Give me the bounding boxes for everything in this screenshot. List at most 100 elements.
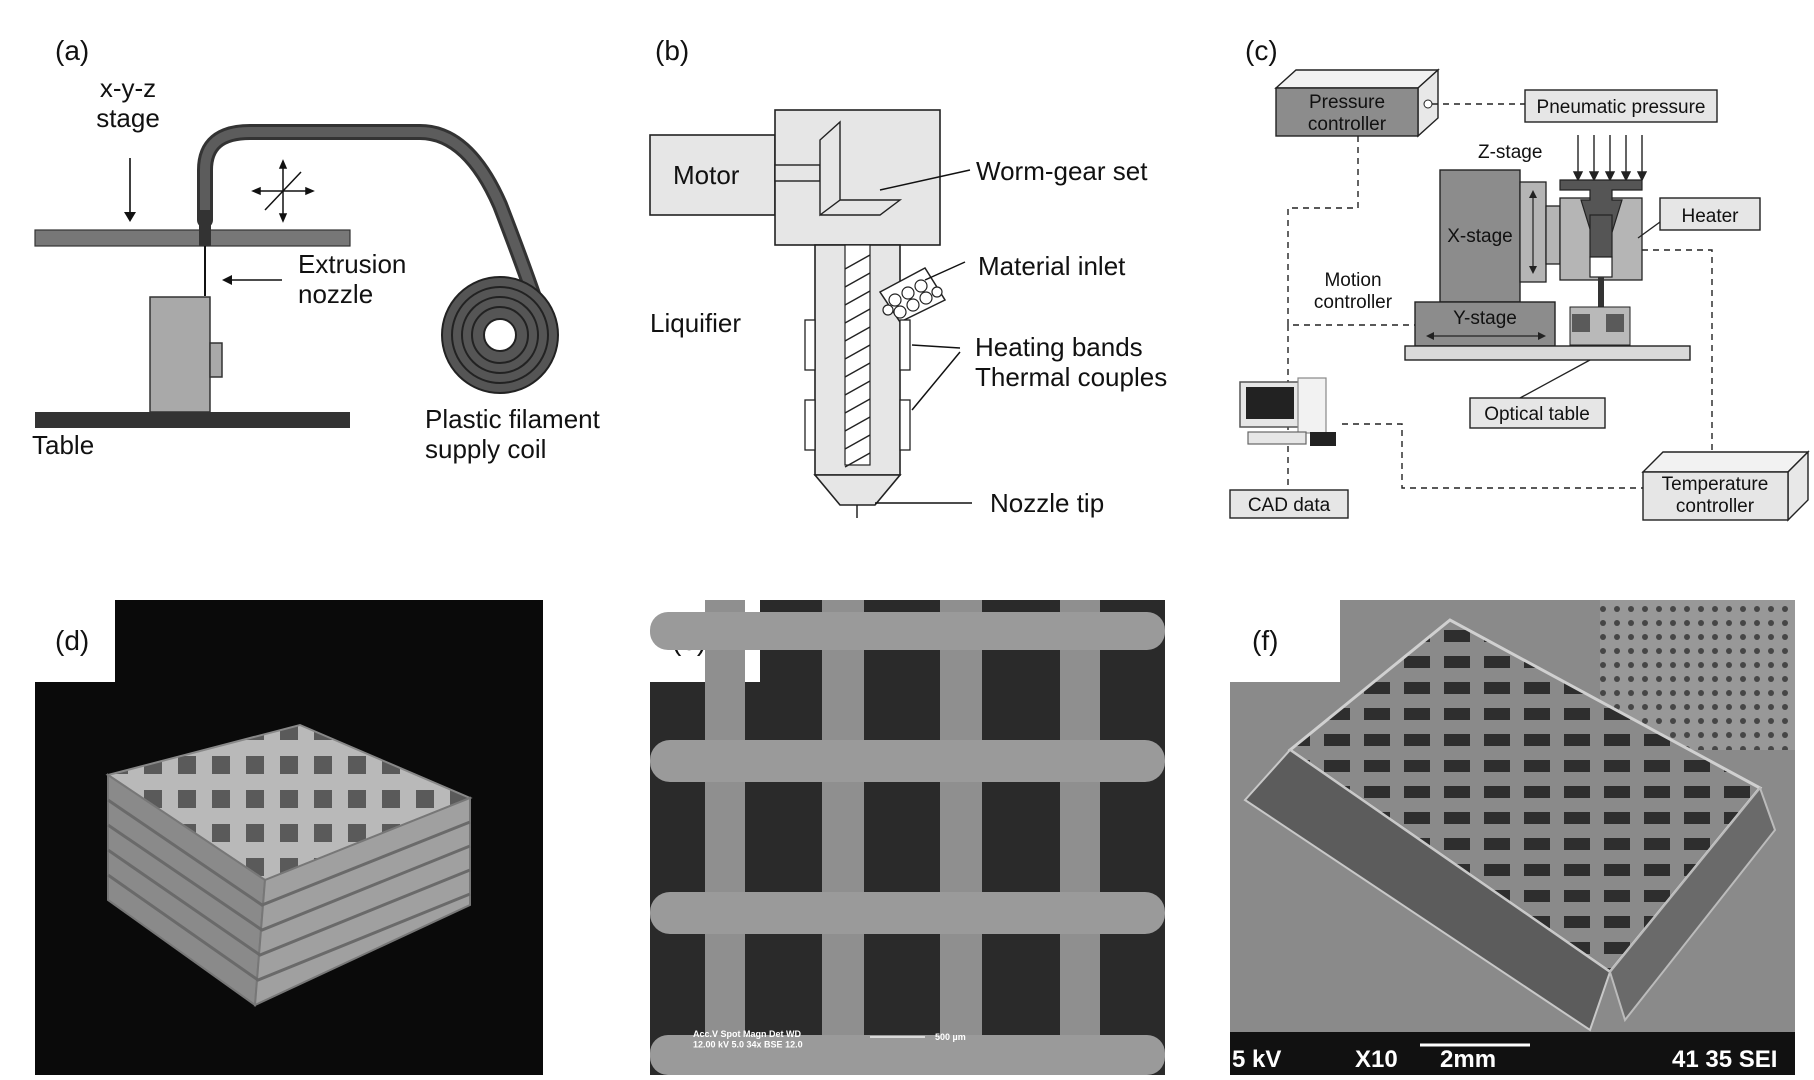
table-bar	[35, 412, 350, 428]
text-line: Thermal couples	[975, 362, 1167, 392]
thread-line	[844, 326, 871, 342]
scaffold-block-side	[1243, 748, 1612, 1032]
motor-label: Motor	[673, 160, 740, 190]
text-line: nozzle	[298, 279, 373, 309]
text-line: Plastic filament	[425, 404, 601, 434]
vertical-struts	[705, 600, 1100, 1075]
panel-b-letter: (b)	[655, 35, 689, 66]
z-stage-label: Z-stage	[1478, 142, 1542, 163]
horizontal-fibers	[650, 612, 1165, 1075]
z-arrow-up	[1529, 190, 1537, 198]
material-inlet-label: Material inlet	[978, 251, 1126, 281]
thread-line	[844, 272, 871, 288]
computer-icon	[1239, 377, 1336, 446]
thread-line	[844, 254, 871, 270]
nozzle-tip-label: Nozzle tip	[990, 488, 1104, 518]
optical-table-box	[1469, 397, 1606, 429]
nozzle-head	[199, 210, 211, 246]
thread-line	[844, 308, 871, 324]
text-line: 12.00 kV 5.0 34x BSE 12.0	[693, 1039, 803, 1049]
motor-shaft	[774, 164, 821, 182]
panel-f: (f) 5 kV X10 2mm 41 35 SEI	[1230, 600, 1795, 1075]
cad-data-label: CAD data	[1248, 495, 1331, 516]
pneumatic-pressure-label: Pneumatic pressure	[1537, 97, 1706, 118]
sem-code-label: 41 35 SEI	[1672, 1046, 1777, 1073]
pressure-port-icon	[1423, 99, 1433, 109]
sem-mag-label: X10	[1355, 1046, 1398, 1073]
text-line: stage	[96, 103, 160, 133]
needle	[1598, 277, 1604, 307]
screw-thread	[844, 254, 871, 468]
sem-info-bar	[1230, 1032, 1795, 1075]
text-line: Extrusion	[298, 249, 406, 279]
heater-label: Heater	[1681, 206, 1739, 227]
scaffold-layer-lines	[107, 798, 471, 982]
text-line: Acc.V Spot Magn Det WD	[693, 1029, 802, 1039]
filament-hose-highlight	[200, 127, 540, 305]
panel-b: (b) Motor Worm-gear set Material inlet L…	[649, 35, 1167, 518]
motor-box	[649, 134, 776, 216]
scaffold-right-face	[253, 796, 471, 1007]
optical-table-label: Optical table	[1484, 404, 1590, 425]
syringe-barrel	[1589, 214, 1613, 258]
worm-gear-label: Worm-gear set	[976, 156, 1148, 186]
optical-table-plate	[1404, 345, 1691, 361]
printed-sample	[1569, 306, 1631, 346]
panel-d: (d)	[35, 600, 543, 1075]
text-line: Heating bands	[975, 332, 1143, 362]
text-line: Pressure	[1309, 92, 1385, 113]
text-line: controller	[1314, 292, 1393, 313]
thread-line	[844, 398, 871, 414]
heater-leader	[1637, 221, 1661, 239]
inlet-leader	[924, 261, 966, 281]
thread-line	[844, 290, 871, 306]
thermal-leader	[911, 351, 961, 411]
photo-e-background	[650, 600, 1165, 1075]
sem-f-scale-label: 2mm	[1440, 1046, 1496, 1073]
panel-d-letter-bg	[35, 600, 115, 682]
build-block-knob	[209, 342, 223, 378]
thread-line	[844, 362, 871, 378]
syringe-tip	[1589, 256, 1613, 278]
worm-gear-icon	[819, 120, 903, 217]
filament-coil-icon	[441, 276, 559, 394]
thread-line	[844, 344, 871, 360]
thread-line	[844, 416, 871, 432]
cad-data-box	[1229, 489, 1349, 519]
y-stage-label: Y-stage	[1453, 308, 1517, 329]
y-stage-block	[1414, 301, 1556, 347]
sem-kv-label: 5 kV	[1232, 1046, 1281, 1073]
z-carriage	[1545, 205, 1561, 265]
temperature-controller-box	[1642, 471, 1789, 521]
xyz-stage-bar	[34, 229, 351, 247]
pressure-controller-box	[1275, 87, 1419, 137]
nozzle-cone	[813, 474, 902, 506]
text-line: controller	[1308, 114, 1387, 135]
sem-scale-label: 500 µm	[935, 1032, 966, 1042]
nozzle-arrowhead	[222, 275, 232, 285]
optical-leader	[1519, 359, 1591, 399]
panel-f-letter: (f)	[1252, 625, 1278, 656]
worm-gear-leader	[879, 169, 971, 191]
panel-a-letter: (a)	[55, 35, 89, 66]
text-line: Motion	[1324, 270, 1381, 291]
direction-arrows-icon	[251, 159, 315, 223]
heating-band	[899, 319, 911, 371]
pellets-icon	[882, 279, 943, 319]
heating-band	[899, 399, 911, 451]
heating-band	[804, 319, 816, 371]
stage-arrowhead	[124, 212, 136, 222]
panel-d-letter: (d)	[55, 625, 89, 656]
liquifier-label: Liquifier	[650, 308, 741, 338]
panel-f-letter-bg	[1230, 600, 1340, 682]
